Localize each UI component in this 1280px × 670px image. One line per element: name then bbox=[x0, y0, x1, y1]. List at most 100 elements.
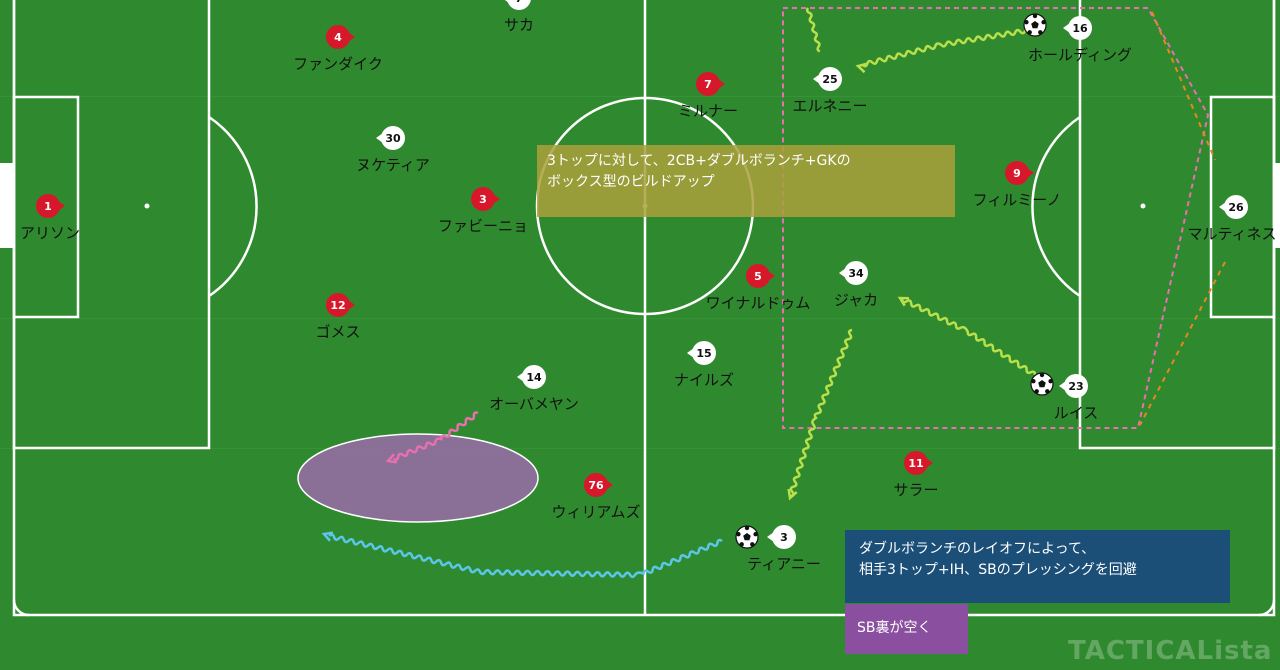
player-direction-pointer bbox=[376, 133, 383, 143]
player-name-label: ワイナルドゥム bbox=[705, 294, 811, 312]
player-direction-pointer bbox=[493, 194, 500, 204]
player-marker-26-10: 26 bbox=[1219, 195, 1248, 219]
player-name-label: フィルミーノ bbox=[972, 191, 1062, 209]
player-number: 5 bbox=[754, 270, 762, 283]
player-number: 3 bbox=[780, 531, 788, 544]
player-number: 11 bbox=[908, 457, 923, 470]
player-circle bbox=[818, 67, 842, 91]
player-marker-76-17: 76 bbox=[584, 473, 613, 497]
player-marker-9-9: 9 bbox=[1005, 161, 1034, 185]
player-circle bbox=[844, 261, 868, 285]
space-ellipse bbox=[297, 433, 539, 523]
player-circle bbox=[36, 194, 60, 218]
player-marker-7-5: 7 bbox=[504, 0, 531, 10]
player-number: 7 bbox=[515, 0, 523, 5]
player-circle bbox=[326, 25, 350, 49]
player-marker-5-11: 5 bbox=[746, 264, 775, 288]
player-marker-3-3: 3 bbox=[471, 187, 500, 211]
ball-tierney-icon bbox=[735, 525, 759, 549]
player-number: 14 bbox=[526, 371, 542, 384]
player-marker-4-1: 4 bbox=[326, 25, 355, 49]
player-name-label: ホールディング bbox=[1028, 46, 1132, 64]
player-marker-7-6: 7 bbox=[696, 72, 725, 96]
player-number: 7 bbox=[704, 78, 712, 91]
player-marker-23-15: 23 bbox=[1059, 374, 1088, 398]
watermark-logo: TACTICALista bbox=[1068, 636, 1273, 666]
player-circle bbox=[381, 126, 405, 150]
player-direction-pointer bbox=[348, 300, 355, 310]
player-circle bbox=[904, 451, 928, 475]
player-marker-3-18: 3 bbox=[767, 525, 796, 549]
player-number: 76 bbox=[588, 479, 604, 492]
player-number: 3 bbox=[479, 193, 487, 206]
green-wave-arrow-top bbox=[805, 7, 821, 53]
player-marker-25-7: 25 bbox=[813, 67, 842, 91]
player-circle bbox=[696, 72, 720, 96]
ball-holding-icon bbox=[1023, 13, 1047, 37]
player-marker-16-8: 16 bbox=[1063, 16, 1092, 40]
right-goal bbox=[1274, 163, 1280, 248]
movement-arrows bbox=[328, 7, 1037, 579]
note-bottom-text: SB裏が空く bbox=[857, 620, 932, 636]
note-right-line2: 相手3トップ+IH、SBのプレッシングを回避 bbox=[859, 562, 1137, 578]
left-goal bbox=[0, 163, 14, 248]
player-name-label: ナイルズ bbox=[673, 371, 735, 389]
player-marker-12-4: 12 bbox=[326, 293, 355, 317]
player-direction-pointer bbox=[517, 372, 524, 382]
player-name-label: ウィリアムズ bbox=[551, 503, 641, 521]
player-number: 1 bbox=[44, 200, 52, 213]
player-number: 16 bbox=[1072, 22, 1088, 35]
player-circle bbox=[1068, 16, 1092, 40]
ball-luiz-icon bbox=[1030, 372, 1054, 396]
note-right-line1: ダブルボランチのレイオフによって、 bbox=[859, 541, 1096, 557]
players-layer: 143031277251692653415142311763 bbox=[36, 0, 1248, 549]
player-marker-30-2: 30 bbox=[376, 126, 405, 150]
arrowheads bbox=[321, 62, 910, 542]
player-name-label: ファンダイク bbox=[293, 55, 383, 73]
arrowhead-green-holding bbox=[855, 62, 868, 74]
arrowhead-pink bbox=[385, 453, 398, 464]
player-circle bbox=[746, 264, 770, 288]
player-marker-34-12: 34 bbox=[839, 261, 868, 285]
player-circle bbox=[692, 341, 716, 365]
player-direction-pointer bbox=[1063, 23, 1070, 33]
note-top-line2: ボックス型のビルドアップ bbox=[547, 174, 715, 190]
player-name-label: マルティネス bbox=[1187, 225, 1277, 243]
player-direction-pointer bbox=[768, 271, 775, 281]
player-number: 26 bbox=[1228, 201, 1244, 214]
player-name-label: ヌケティア bbox=[356, 156, 430, 174]
player-name-label: ファビーニョ bbox=[437, 217, 529, 235]
arrowhead-green-xhaka bbox=[787, 488, 798, 501]
green-wave-arrow-holding bbox=[861, 27, 1031, 68]
player-name-label: ティアニー bbox=[747, 555, 821, 573]
player-circle bbox=[772, 525, 796, 549]
player-direction-pointer bbox=[926, 458, 933, 468]
blue-wave-arrow bbox=[328, 533, 723, 579]
player-name-label: サラー bbox=[893, 481, 939, 499]
player-circle bbox=[471, 187, 495, 211]
player-name-label: ミルナー bbox=[677, 102, 739, 120]
pressing-zone-box bbox=[782, 7, 1210, 429]
player-circle bbox=[584, 473, 608, 497]
left-penalty-spot bbox=[144, 203, 150, 209]
player-number: 23 bbox=[1068, 380, 1083, 393]
player-name-label: ゴメス bbox=[315, 323, 361, 341]
player-number: 25 bbox=[822, 73, 837, 86]
player-number: 34 bbox=[848, 267, 864, 280]
player-name-label: ジャカ bbox=[833, 291, 879, 309]
player-number: 30 bbox=[385, 132, 401, 145]
player-name-label: アリソン bbox=[19, 224, 81, 242]
player-name-label: サカ bbox=[503, 16, 535, 34]
player-direction-pointer bbox=[58, 201, 65, 211]
player-marker-1-0: 1 bbox=[36, 194, 65, 218]
player-number: 9 bbox=[1013, 167, 1021, 180]
orange-dashed-line-bottom bbox=[1139, 261, 1226, 426]
player-direction-pointer bbox=[839, 268, 846, 278]
player-name-label: エルネニー bbox=[792, 97, 868, 115]
player-circle bbox=[522, 365, 546, 389]
arrowhead-blue bbox=[321, 531, 334, 542]
player-number: 12 bbox=[330, 299, 345, 312]
player-name-label: ルイス bbox=[1053, 404, 1099, 422]
green-wave-arrow-xhaka bbox=[789, 328, 853, 498]
